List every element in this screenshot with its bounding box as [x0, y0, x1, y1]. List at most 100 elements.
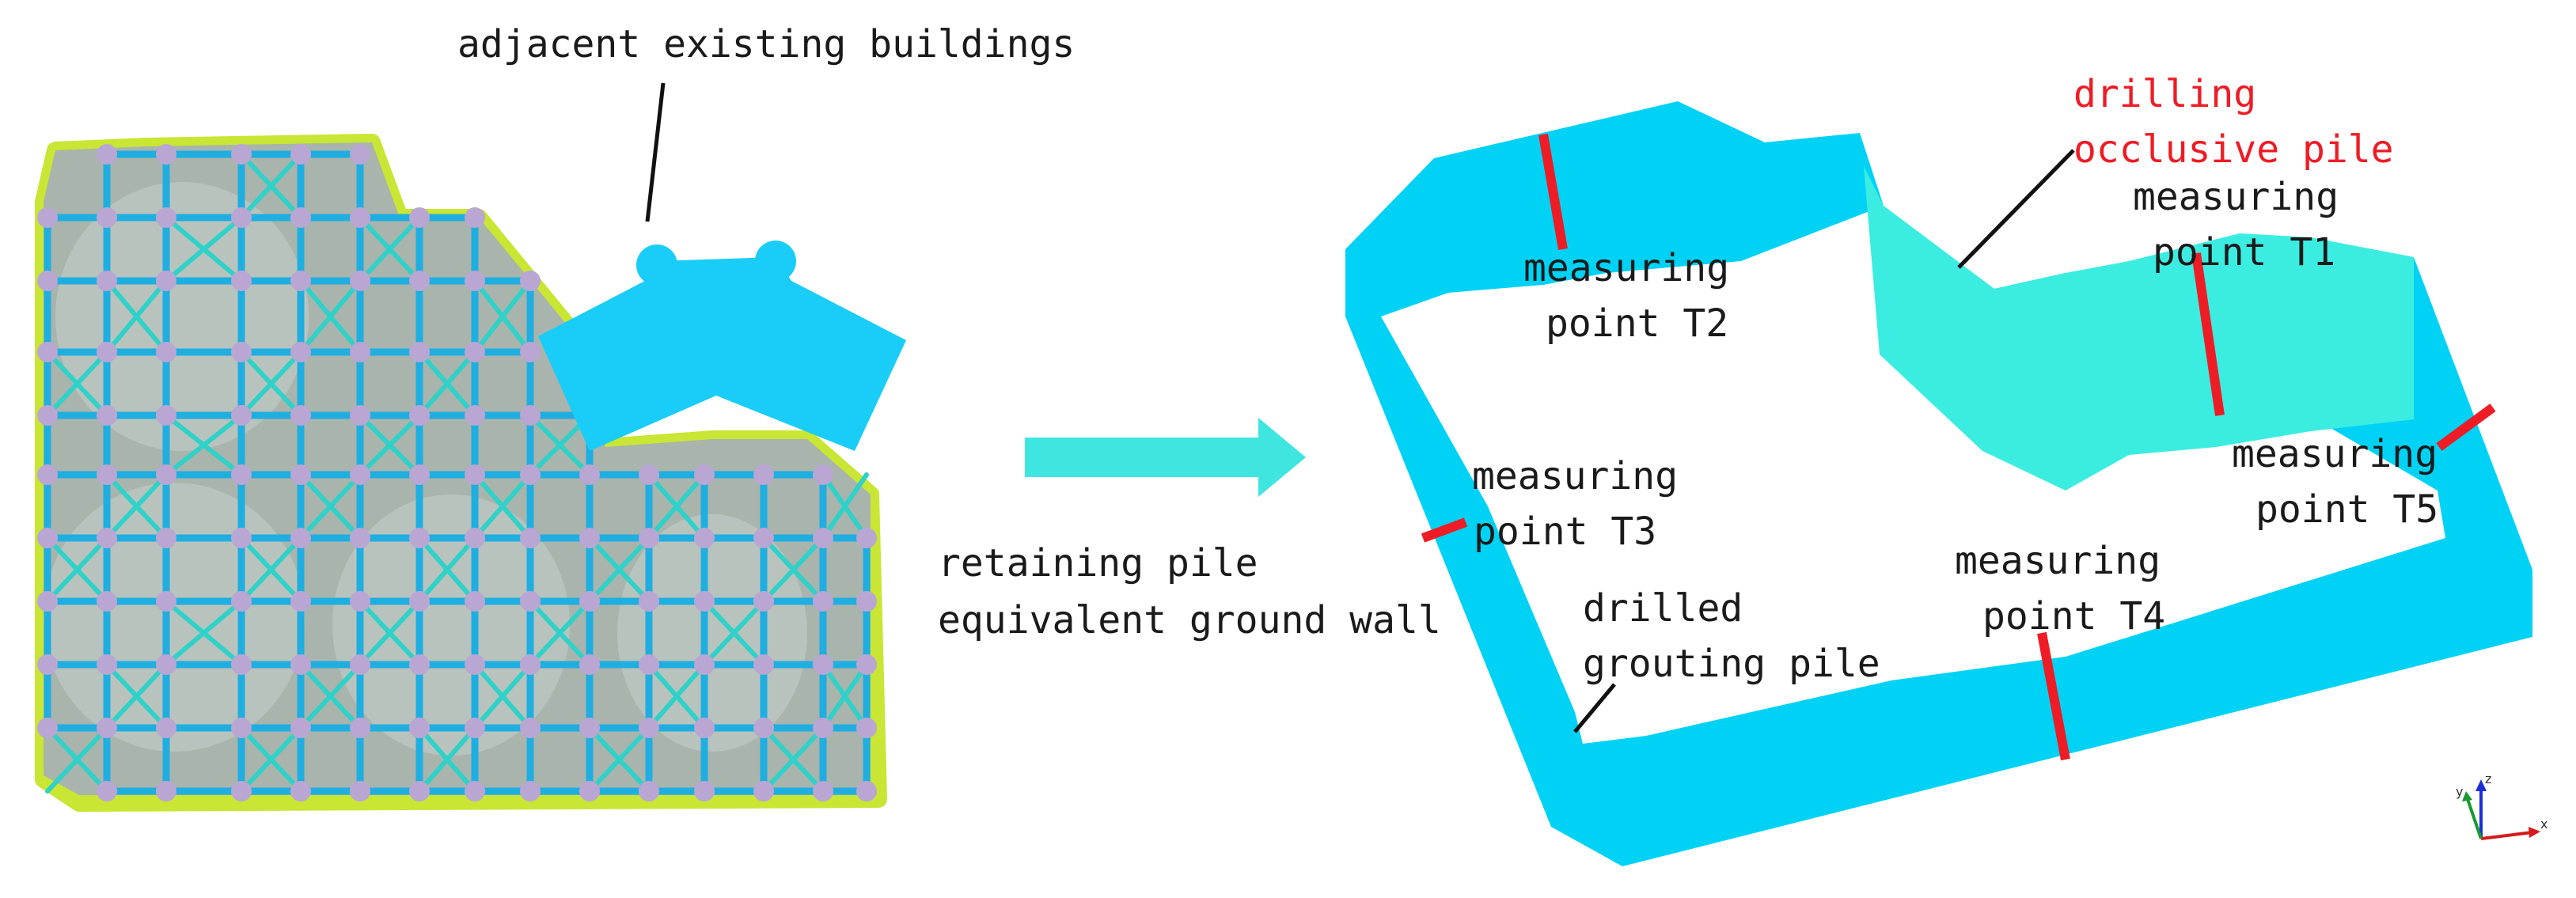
frame-brace [239, 726, 303, 794]
t5-label-line1: measuring [2232, 432, 2438, 476]
frame-node [579, 528, 600, 548]
frame-node [409, 591, 430, 612]
frame-node [350, 144, 370, 165]
frame-node [639, 654, 659, 675]
frame-node [579, 464, 600, 485]
frame-brace [298, 278, 362, 354]
frame-brace [761, 726, 825, 794]
frame-node [37, 207, 58, 228]
frame-node [290, 144, 311, 165]
frame-node [290, 654, 311, 675]
frame-node [156, 781, 176, 801]
frame-node [465, 654, 485, 675]
frame-node [409, 781, 430, 801]
frame-node [639, 528, 659, 548]
frame-node [97, 654, 117, 675]
adjacent-building-shape [538, 241, 906, 451]
frame-node [813, 781, 833, 801]
grouting-label-line2: grouting pile [1583, 642, 1880, 686]
frame-node [231, 464, 252, 485]
frame-brace [417, 536, 477, 604]
frame-node [350, 207, 370, 228]
frame-brace [164, 215, 244, 283]
adjacent-buildings-label: adjacent existing buildings [457, 22, 1075, 66]
axes-triad: z x y [2456, 771, 2548, 840]
frame-node [97, 718, 117, 738]
frame-brace [528, 599, 592, 667]
frame-node [37, 342, 58, 362]
t3-label-line1: measuring [1472, 454, 1678, 498]
frame-node [156, 207, 176, 228]
frame-node [465, 405, 485, 426]
frame-brace [104, 662, 169, 730]
frame-node [156, 654, 176, 675]
frame-node [97, 207, 117, 228]
frame-brace [647, 662, 707, 730]
frame-node [465, 207, 485, 228]
frame-brace [45, 350, 109, 418]
frame-node [520, 464, 541, 485]
occlusive-pile-leader [1957, 149, 2075, 269]
frame-node [156, 528, 176, 548]
frame-node [290, 207, 311, 228]
frame-brace [472, 662, 533, 730]
frame-node [409, 654, 430, 675]
frame-brace [821, 472, 869, 540]
frame-node [465, 271, 485, 291]
frame-node [579, 718, 600, 738]
frame-node [37, 718, 58, 738]
marker-t2 [1538, 133, 1568, 251]
retaining-frame-model [35, 134, 887, 812]
axis-y-label: y [2456, 784, 2463, 799]
retaining-pile-label-line1: retaining pile [938, 541, 1258, 585]
frame-node [350, 405, 370, 426]
frame-node [639, 464, 659, 485]
grouting-label-line1: drilled [1583, 586, 1743, 631]
frame-node [350, 464, 370, 485]
frame-node [350, 528, 370, 548]
frame-node [694, 464, 715, 485]
frame-node [350, 342, 370, 362]
measuring-point-markers [1421, 133, 2496, 761]
frame-node [465, 528, 485, 548]
frame-brace [104, 278, 169, 354]
frame-node [231, 271, 252, 291]
frame-node [856, 528, 877, 548]
frame-node [465, 781, 485, 801]
frame-node [813, 528, 833, 548]
frame-node [694, 654, 715, 675]
t4-label-line1: measuring [1955, 539, 2161, 583]
t3-label-line2: point T3 [1474, 510, 1656, 554]
marker-t3 [1421, 517, 1468, 543]
frame-node [156, 271, 176, 291]
frame-node [639, 591, 659, 612]
drilling-occlusive-label-line2: occlusive pile [2073, 127, 2394, 172]
frame-node [37, 654, 58, 675]
frame-brace [358, 413, 422, 477]
frame-node [231, 591, 252, 612]
frame-node [231, 144, 252, 165]
frame-brace [587, 726, 651, 794]
t2-label-line1: measuring [1523, 246, 1729, 290]
frame-node [97, 342, 117, 362]
frame-node [520, 718, 541, 738]
axis-z-label: z [2485, 771, 2491, 786]
t1-label-line2: point T1 [2153, 230, 2335, 275]
frame-node [465, 342, 485, 362]
frame-brace [761, 536, 825, 604]
frame-node [753, 464, 774, 485]
drilling-occlusive-label-line1: drilling [2073, 72, 2256, 116]
frame-brace [298, 472, 362, 540]
frame-brace [298, 662, 362, 730]
frame-node [97, 144, 117, 165]
frame-brace [104, 472, 169, 540]
frame-brace [164, 413, 244, 477]
frame-node [639, 718, 659, 738]
frame-node [97, 781, 117, 801]
frame-node [290, 271, 311, 291]
frame-node [753, 591, 774, 612]
frame-node [753, 654, 774, 675]
grouting-pile-leader [1573, 683, 1616, 733]
pile-wall-plan [1345, 101, 2532, 866]
